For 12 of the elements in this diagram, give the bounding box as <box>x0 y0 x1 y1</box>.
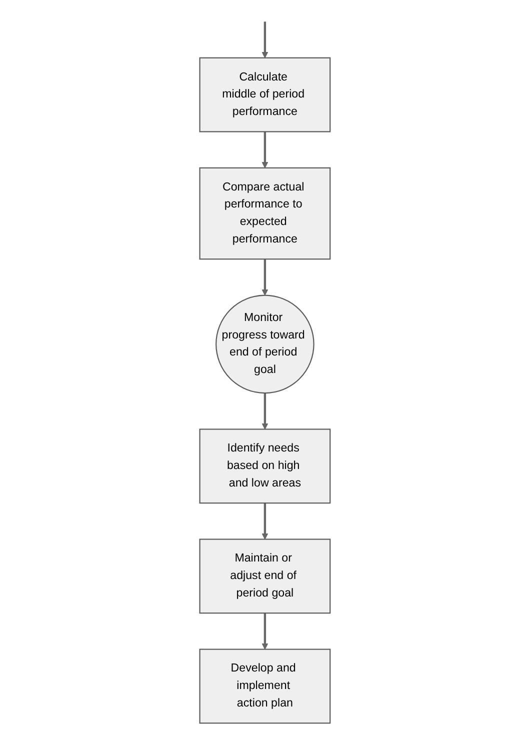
node-box: Develop and implement action plan <box>198 648 330 724</box>
arrow <box>261 259 268 296</box>
node-box: Identify needs based on high and low areas <box>198 428 330 504</box>
node-box: Maintain or adjust end of period goal <box>198 538 330 614</box>
arrow <box>261 22 268 58</box>
arrow <box>261 393 268 430</box>
arrow <box>261 503 268 540</box>
node-box: Compare actual performance to expected performance <box>198 167 330 260</box>
arrow <box>261 613 268 650</box>
node-box: Calculate middle of period performance <box>198 57 330 132</box>
arrow <box>261 132 268 168</box>
node-circle: Monitor progress toward end of period goal <box>215 294 314 394</box>
